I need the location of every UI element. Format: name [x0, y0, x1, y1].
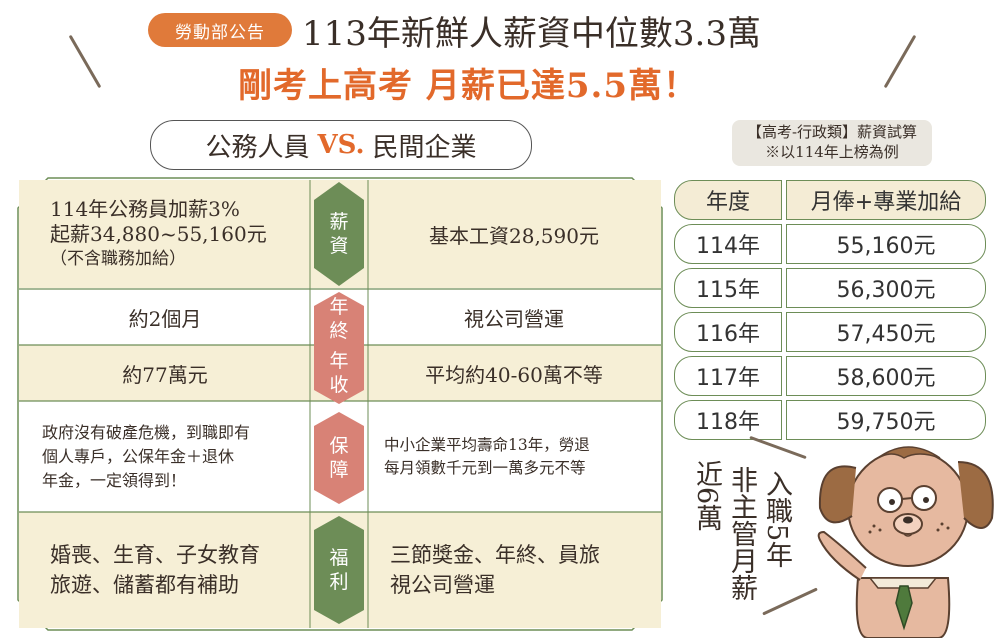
table-header-amount: 月俸+專業加給: [786, 180, 986, 220]
table-row-amount: 57,450元: [786, 312, 986, 352]
label-shape-yearend: [314, 292, 364, 404]
label-benefits-char1: 福: [329, 547, 349, 569]
security-right-line1: 中小企業平均壽命13年，勞退: [384, 436, 590, 454]
label-shape-salary: [314, 182, 364, 286]
annual-left-text: 約77萬元: [122, 362, 208, 387]
row-yearend-left: 約2個月: [20, 290, 310, 344]
row-annual-right: 平均約40-60萬不等: [368, 346, 660, 400]
label-shape-benefits: [314, 516, 364, 624]
benefits-right-line1: 三節獎金、年終、員旅: [390, 543, 600, 567]
label-annual-char2: 收: [329, 374, 349, 396]
pill-right-label: 民間企業: [372, 132, 477, 163]
row-label-security: 保 障: [314, 426, 364, 490]
security-right-line2: 每月領數千元到一萬多元不等: [384, 459, 586, 477]
label-security-char2: 障: [329, 459, 349, 481]
table-row-amount: 56,300元: [786, 268, 986, 308]
row-annual-left: 約77萬元: [20, 346, 310, 400]
security-left-line3: 年金，一定領得到！: [42, 471, 187, 490]
benefits-right-line2: 視公司營運: [390, 573, 495, 597]
label-salary-char2: 資: [329, 235, 349, 257]
announcement-badge: 勞動部公告: [148, 13, 292, 47]
table-row-amount: 55,160元: [786, 224, 986, 264]
table-row-amount: 59,750元: [786, 400, 986, 440]
salary-left-line3: （不含職務加給）: [50, 248, 186, 269]
label-yearend-char1: 年: [329, 296, 349, 318]
row-security-left: 政府沒有破產危機，到職即有 個人專戶，公保年金＋退休 年金，一定領得到！: [20, 402, 310, 512]
table-header-year: 年度: [674, 180, 782, 220]
table-row-year: 117年: [674, 356, 782, 396]
row-salary-right: 基本工資28,590元: [368, 182, 660, 286]
callout-col-3: 近6萬: [691, 460, 722, 532]
table-note-line1: 【高考-行政類】薪資試算: [746, 123, 918, 141]
table-note-line2: ※以114年上榜為例: [765, 143, 899, 161]
table-row-year: 116年: [674, 312, 782, 352]
row-salary-left: 114年公務員加薪3% 起薪34,880~55,160元 （不含職務加給）: [20, 182, 310, 286]
label-yearend-char2: 終: [329, 320, 349, 342]
table-note-box: [732, 120, 932, 166]
row-label-benefits: 福 利: [314, 530, 364, 610]
headline-title: 113年新鮮人薪資中位數3.3萬: [302, 14, 761, 54]
security-left-line1: 政府沒有破產危機，到職即有: [42, 423, 251, 442]
callout-col-1: 入職5年: [761, 470, 792, 569]
salary-left-line1: 114年公務員加薪3%: [50, 196, 240, 221]
yearend-left-text: 約2個月: [128, 306, 202, 331]
row-benefits-left: 婚喪、生育、子女教育 旅遊、儲蓄都有補助: [20, 513, 310, 627]
table-row-year: 118年: [674, 400, 782, 440]
label-annual-char1: 年: [329, 350, 349, 372]
table-note: 【高考-行政類】薪資試算 ※以114年上榜為例: [732, 122, 932, 162]
headline-subtitle: 剛考上高考 月薪已達5.5萬！: [238, 66, 698, 106]
dog-mascot-icon: [817, 446, 994, 638]
row-label-salary: 薪 資: [314, 200, 364, 268]
benefits-left-line2: 旅遊、儲蓄都有補助: [50, 573, 239, 597]
salary-right-text: 基本工資28,590元: [429, 223, 599, 248]
pill-vs-label: VS.: [317, 130, 365, 160]
table-row-year: 115年: [674, 268, 782, 308]
label-security-char1: 保: [329, 435, 349, 457]
security-left-line2: 個人專戶，公保年金＋退休: [42, 447, 235, 466]
label-salary-char1: 薪: [329, 211, 349, 233]
row-label-yearend: 年 終: [314, 294, 364, 344]
pill-left-label: 公務人員: [205, 132, 310, 163]
table-row-year: 114年: [674, 224, 782, 264]
yearend-right-text: 視公司營運: [464, 306, 564, 331]
label-benefits-char2: 利: [329, 571, 349, 593]
annual-right-text: 平均約40-60萬不等: [425, 362, 603, 387]
row-label-annual: 年 收: [314, 346, 364, 400]
table-row-amount: 58,600元: [786, 356, 986, 396]
callout-col-2: 非主管月薪: [726, 466, 757, 601]
row-security-right: 中小企業平均壽命13年，勞退 每月領數千元到一萬多元不等: [368, 402, 660, 512]
row-benefits-right: 三節獎金、年終、員旅 視公司營運: [368, 513, 660, 627]
salary-left-line2: 起薪34,880~55,160元: [50, 221, 267, 246]
benefits-left-line1: 婚喪、生育、子女教育: [50, 543, 260, 567]
row-yearend-right: 視公司營運: [368, 290, 660, 344]
comparison-pill: 公務人員 VS. 民間企業: [150, 120, 532, 170]
label-shape-security: [314, 412, 364, 504]
